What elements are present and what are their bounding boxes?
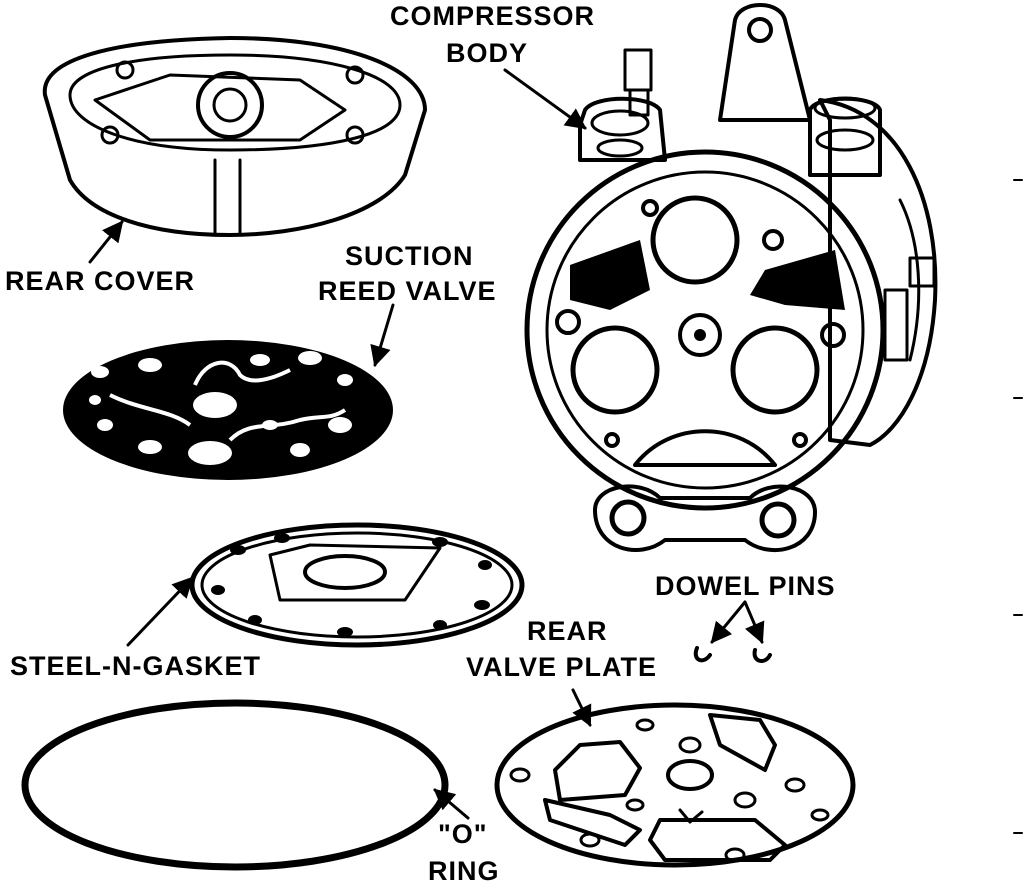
leader-suction-reed-valve: [370, 303, 395, 368]
compressor-body-part: [524, 3, 938, 553]
margin-ticks: [1013, 179, 1023, 834]
suction-reed-valve-part: [63, 340, 393, 480]
label-compressor-body-line1: COMPRESSOR: [390, 1, 595, 31]
label-o-ring-line2: RING: [428, 856, 500, 886]
leader-dowel-pin-2: [743, 600, 765, 644]
labels: COMPRESSOR BODY REAR COVER SUCTION REED …: [5, 1, 836, 886]
label-rear-valve-line1: REAR: [527, 616, 608, 646]
leader-compressor-body: [503, 68, 587, 130]
label-dowel-pins: DOWEL PINS: [655, 571, 836, 601]
label-rear-valve-line2: VALVE PLATE: [466, 652, 657, 682]
label-o-ring-line1: "O": [438, 819, 488, 849]
o-ring-part: [21, 699, 449, 871]
leader-o-ring: [433, 788, 470, 820]
leader-lines: [88, 68, 765, 820]
label-rear-cover: REAR COVER: [5, 266, 195, 296]
steel-gasket-part: [189, 522, 525, 648]
label-suction-line1: SUCTION: [345, 241, 474, 271]
rear-cover-part: [42, 36, 427, 237]
rear-valve-plate-part: [494, 702, 856, 868]
dowel-pins-part: [693, 646, 772, 663]
leader-rear-cover: [88, 220, 124, 264]
leader-rear-valve-plate: [571, 688, 592, 727]
leader-steel-gasket: [126, 576, 194, 647]
label-steel-gasket: STEEL-N-GASKET: [10, 651, 261, 681]
label-suction-line2: REED VALVE: [318, 276, 497, 306]
label-compressor-body-line2: BODY: [446, 38, 528, 68]
leader-dowel-pin-1: [710, 600, 747, 644]
